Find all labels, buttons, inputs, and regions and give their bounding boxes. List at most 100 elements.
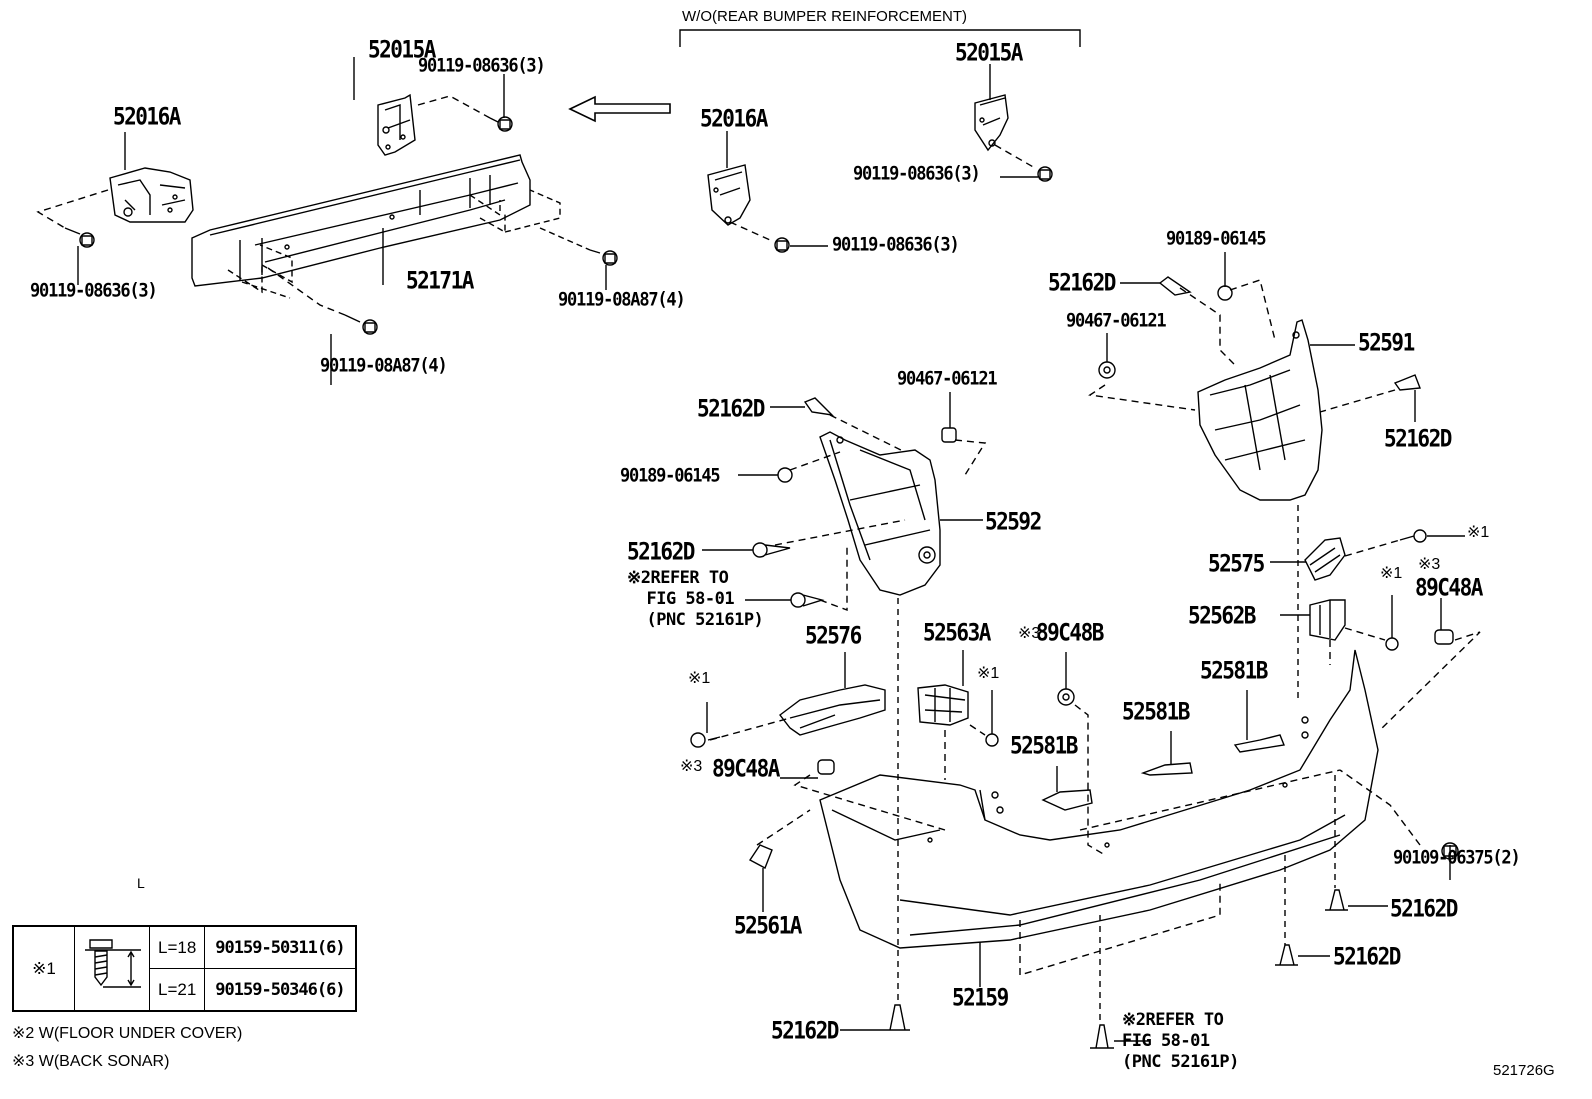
nut-icon <box>1099 333 1115 378</box>
part-label-52576[interactable]: 52576 <box>805 621 862 650</box>
dashed-leader <box>1090 385 1195 410</box>
clip-icon <box>1090 1025 1150 1048</box>
footnote-mark: ※1 <box>688 670 711 687</box>
bumper-pad-icon <box>1143 731 1192 775</box>
dashed-leader <box>970 725 985 735</box>
dashed-leader <box>1345 540 1400 556</box>
clip-icon <box>702 543 790 557</box>
part-label-52162D[interactable]: 52162D <box>1048 268 1116 297</box>
part-label-52171A[interactable]: 52171A <box>406 266 474 295</box>
part-label-52592[interactable]: 52592 <box>985 507 1042 536</box>
part-label-52561A[interactable]: 52561A <box>734 911 802 940</box>
part-label-52162D[interactable]: 52162D <box>627 537 695 566</box>
clip-icon <box>745 593 822 607</box>
reinforcement-retainer-right-part <box>708 131 750 225</box>
clip-icon <box>1395 375 1420 422</box>
dashed-leader <box>995 145 1035 168</box>
part-label-clip[interactable]: 90189-06145 <box>620 464 721 487</box>
part-label-bolt[interactable]: 90119-08636(3) <box>418 54 546 77</box>
part-label-nut[interactable]: 90467-06121 <box>1066 309 1167 332</box>
part-label-89C48B[interactable]: 89C48B <box>1036 618 1104 647</box>
sonar-holder-icon <box>1058 652 1074 705</box>
part-label-52581B[interactable]: 52581B <box>1200 656 1268 685</box>
clip-icon <box>1120 277 1190 295</box>
screw-icon <box>1400 530 1465 542</box>
part-label-52162D[interactable]: 52162D <box>1384 424 1452 453</box>
part-label-52162D[interactable]: 52162D <box>697 394 765 423</box>
dashed-leader <box>790 452 840 470</box>
part-label-52015A[interactable]: 52015A <box>955 38 1023 67</box>
footnote-mark: ※1 <box>1467 524 1490 541</box>
bumper-side-support-right-part <box>1198 320 1355 500</box>
part-label-52562B[interactable]: 52562B <box>1188 601 1256 630</box>
bolt-icon <box>1442 843 1458 880</box>
variant-note: W/O(REAR BUMPER REINFORCEMENT) <box>682 8 967 25</box>
part-label-52016A[interactable]: 52016A <box>113 102 181 131</box>
part-label-52563A[interactable]: 52563A <box>923 618 991 647</box>
clip-icon <box>1218 252 1232 300</box>
part-label-89C48A[interactable]: 89C48A <box>712 754 780 783</box>
reference-note: ※2REFER TO FIG 58-01 (PNC 52161P) <box>1122 1010 1239 1072</box>
footnote-mark: ※3 <box>1018 625 1041 642</box>
screw-dimension-icon: L <box>74 875 150 1012</box>
bolt-icon <box>331 315 377 385</box>
footnote: ※3 W(BACK SONAR) <box>12 1053 170 1070</box>
part-label-52162D[interactable]: 52162D <box>1333 942 1401 971</box>
part-label-bolt[interactable]: 90119-08636(3) <box>832 233 960 256</box>
clip-icon <box>1325 890 1388 910</box>
part-label-52159[interactable]: 52159 <box>952 983 1009 1012</box>
dashed-leader <box>775 520 905 545</box>
part-label-bolt[interactable]: 90119-08636(3) <box>30 279 158 302</box>
part-label-bolt[interactable]: 90109-06375(2) <box>1393 846 1521 869</box>
dashed-leader <box>470 190 590 250</box>
footnote-mark: ※3 <box>1418 556 1441 573</box>
part-label-52575[interactable]: 52575 <box>1208 549 1265 578</box>
legend-part-number[interactable]: 90159-50311(6) <box>204 925 357 969</box>
dashed-leader <box>1380 632 1480 730</box>
part-label-52591[interactable]: 52591 <box>1358 328 1415 357</box>
part-label-nut[interactable]: 90467-06121 <box>897 367 998 390</box>
clip-icon <box>750 845 772 912</box>
reference-note: ※2REFER TO FIG 58-01 (PNC 52161P) <box>627 568 764 630</box>
part-label-89C48A[interactable]: 89C48A <box>1415 573 1483 602</box>
part-label-52581B[interactable]: 52581B <box>1010 731 1078 760</box>
part-label-52015A[interactable]: 52015A <box>368 35 436 64</box>
dashed-leader <box>418 96 490 118</box>
legend-row: ※1 L L=18 90159-50311(6) <box>12 875 357 1012</box>
part-label-52162D[interactable]: 52162D <box>771 1016 839 1045</box>
rear-bumper-cover-part <box>820 650 1378 987</box>
dashed-leader <box>820 545 847 610</box>
rear-bumper-reinforcement-part <box>192 155 530 286</box>
part-label-52581B[interactable]: 52581B <box>1122 697 1190 726</box>
left-arrow-icon <box>570 97 670 121</box>
dashed-leader <box>1340 770 1420 845</box>
part-label-clip[interactable]: 90189-06145 <box>1166 227 1267 250</box>
dashed-leader <box>1180 288 1235 365</box>
reinforcement-retainer-upper-right-part <box>975 64 1008 150</box>
legend-length: L=18 <box>148 925 206 969</box>
variant-bracket <box>680 30 1080 47</box>
legend-row: L=21 90159-50346(6) <box>13 968 357 1012</box>
clip-icon <box>770 398 832 415</box>
part-label-bolt[interactable]: 90119-08A87(4) <box>320 354 448 377</box>
dashed-leader <box>38 190 108 228</box>
legend-part-number[interactable]: 90159-50346(6) <box>204 968 357 1012</box>
dashed-leader <box>830 415 905 452</box>
dashed-leader <box>730 222 770 240</box>
part-label-bolt[interactable]: 90119-08636(3) <box>853 162 981 185</box>
clip-icon <box>1275 945 1330 965</box>
part-label-52016A[interactable]: 52016A <box>700 104 768 133</box>
figure-id: 521726G <box>1493 1062 1555 1079</box>
part-label-52162D[interactable]: 52162D <box>1390 894 1458 923</box>
dashed-leader <box>710 718 790 740</box>
bolt-icon <box>490 74 512 131</box>
sonar-holder-icon <box>780 760 834 778</box>
screw-icon <box>1386 595 1398 650</box>
dashed-leader <box>757 810 810 845</box>
clip-icon <box>840 1005 910 1030</box>
bolt-icon <box>1000 167 1052 181</box>
part-label-bolt[interactable]: 90119-08A87(4) <box>558 288 686 311</box>
bumper-retainer-lower-right-part <box>1280 600 1345 640</box>
dashed-leader <box>1230 280 1275 340</box>
